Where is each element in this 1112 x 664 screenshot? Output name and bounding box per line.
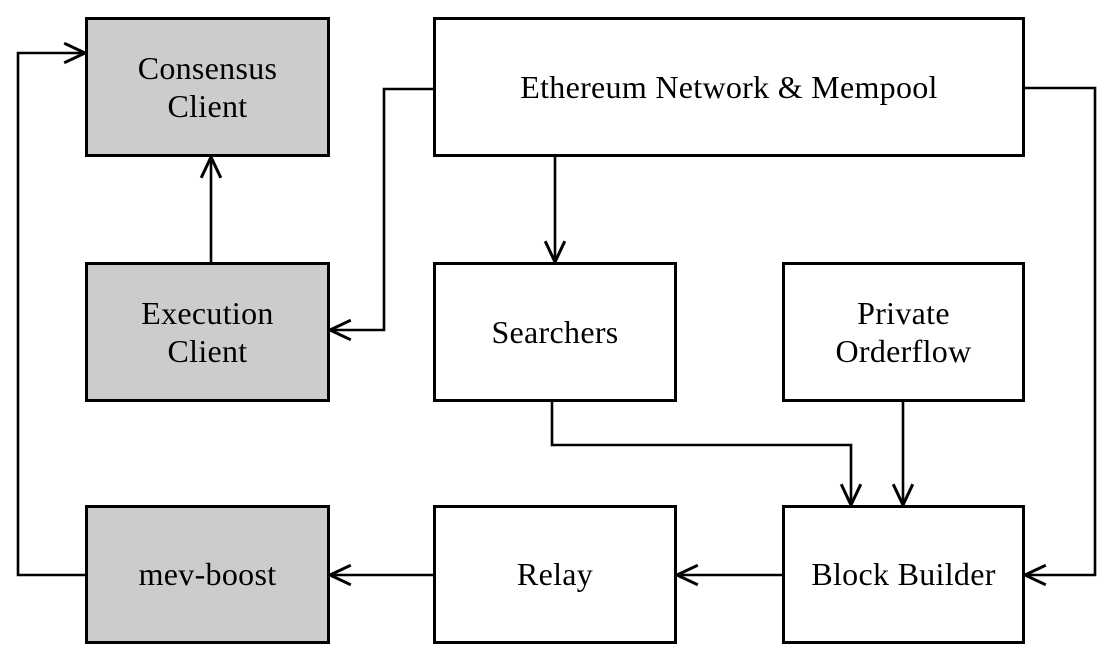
arrowhead-barb: [543, 240, 557, 263]
node-label-consensus-client: Consensus Client: [137, 49, 278, 124]
node-label-mev-boost: mev-boost: [138, 556, 277, 593]
arrowhead-barb: [839, 483, 853, 506]
arrowhead-barb: [676, 563, 699, 577]
node-consensus-client: Consensus Client: [85, 17, 330, 157]
arrowhead-barb: [891, 483, 905, 506]
arrowhead-barb: [329, 318, 352, 332]
node-label-relay: Relay: [516, 556, 594, 593]
node-label-private-orderflow: Private Orderflow: [835, 294, 972, 369]
node-label-searchers: Searchers: [491, 313, 619, 350]
arrowhead-barb: [553, 240, 567, 263]
edge-ethereum-network-to-execution-client: [329, 87, 433, 342]
edge-block-builder-to-relay: [676, 563, 782, 587]
edge-mev-boost-to-consensus-client: [16, 41, 86, 577]
node-label-ethereum-network-mempool: Ethereum Network & Mempool: [520, 68, 938, 105]
node-searchers: Searchers: [433, 262, 677, 402]
arrowhead-barb: [1024, 573, 1047, 587]
edge-ethereum-network-to-searchers: [543, 157, 567, 263]
arrowhead-barb: [63, 51, 86, 65]
edge-private-orderflow-to-block-builder: [891, 402, 915, 506]
arrowhead-barb: [329, 563, 352, 577]
node-ethereum-network-mempool: Ethereum Network & Mempool: [433, 17, 1025, 157]
arrowhead-barb: [63, 41, 86, 55]
arrowhead-barb: [901, 483, 915, 506]
edge-ethereum-network-to-block-builder: [1024, 86, 1097, 587]
arrowhead-barb: [199, 156, 213, 179]
node-relay: Relay: [433, 505, 677, 644]
arrowhead-barb: [329, 573, 352, 587]
node-mev-boost: mev-boost: [85, 505, 330, 644]
node-label-execution-client: Execution Client: [141, 294, 274, 369]
node-private-orderflow: Private Orderflow: [782, 262, 1025, 402]
edge-relay-to-mev-boost: [329, 563, 433, 587]
arrowhead-barb: [1024, 563, 1047, 577]
node-execution-client: Execution Client: [85, 262, 330, 402]
arrowhead-barb: [329, 328, 352, 342]
arrowhead-barb: [676, 573, 699, 587]
edge-searchers-to-block-builder: [550, 402, 863, 506]
arrowhead-barb: [849, 483, 863, 506]
arrowhead-barb: [209, 156, 223, 179]
node-block-builder: Block Builder: [782, 505, 1025, 644]
node-label-block-builder: Block Builder: [811, 556, 996, 593]
